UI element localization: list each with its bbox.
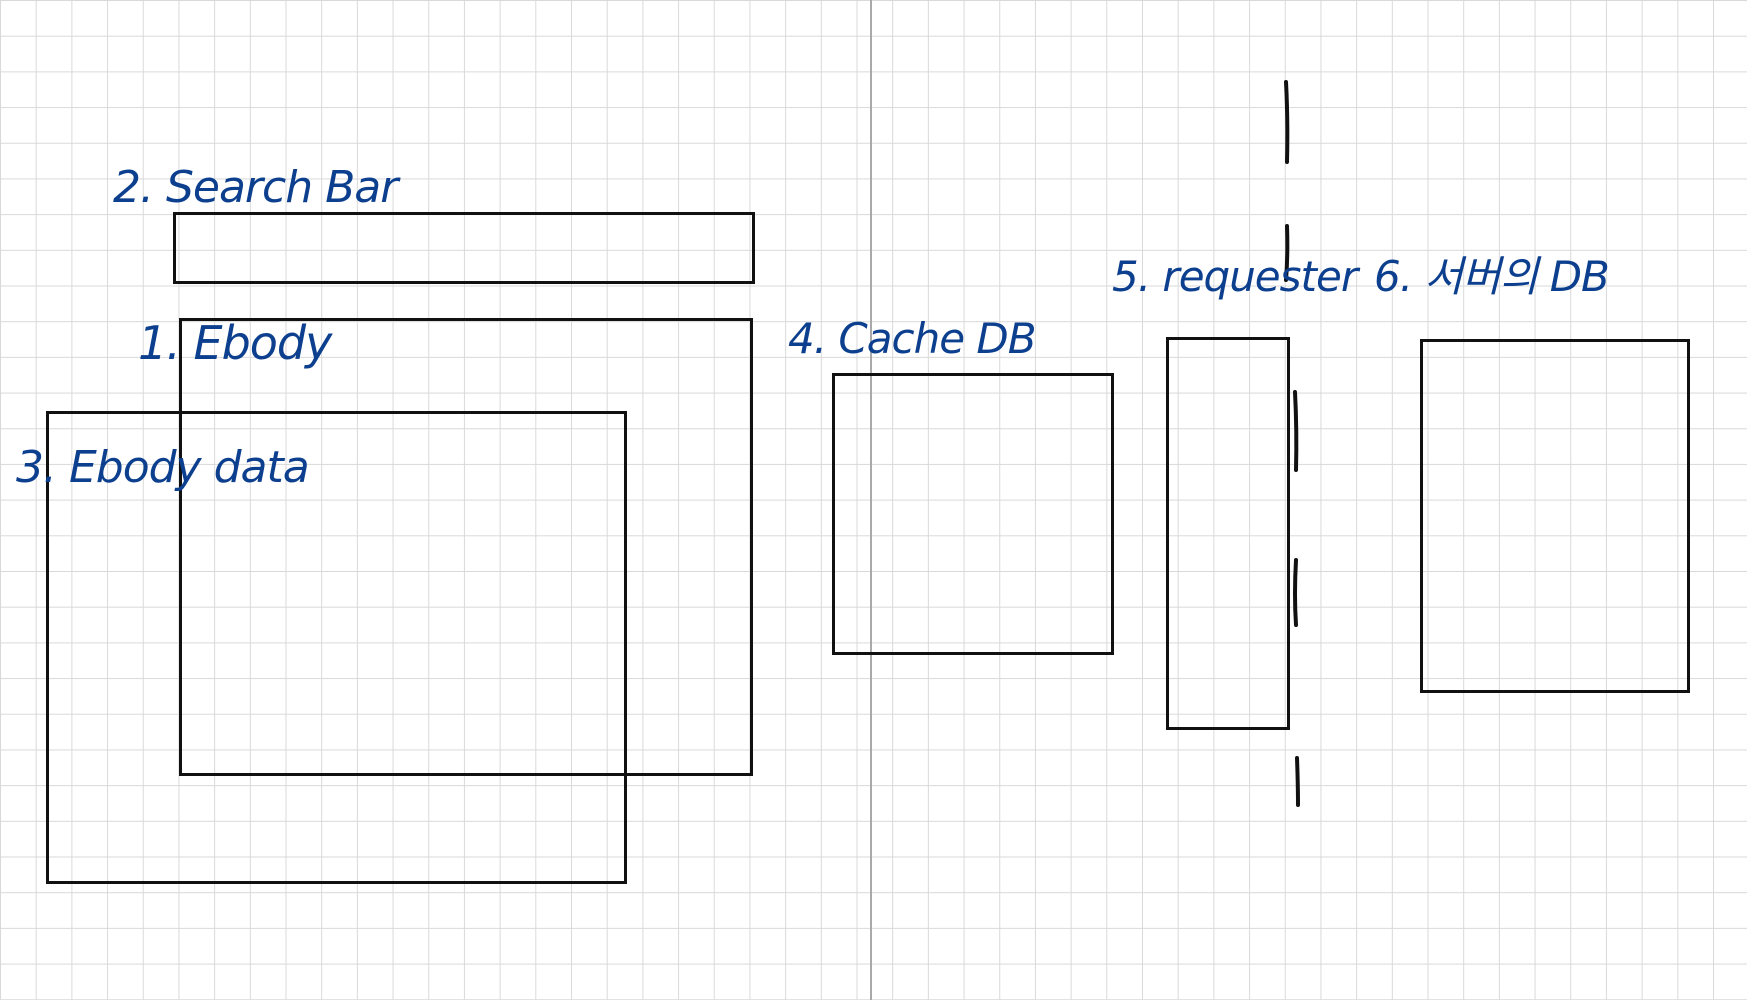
cache-db-box: [832, 373, 1114, 655]
ebody-label: 1. Ebody: [138, 316, 332, 370]
ebody-data-box: [46, 411, 627, 884]
requester-label: 5. requester: [1112, 252, 1358, 301]
ebody-box: [179, 318, 753, 776]
search-bar-box: [173, 212, 755, 284]
server-db-box: [1420, 339, 1690, 693]
cache-db-label: 4. Cache DB: [788, 314, 1037, 363]
ebody-data-label: 3. Ebody data: [16, 442, 310, 493]
center-divider-line: [870, 0, 872, 1000]
search-bar-label: 2. Search Bar: [113, 162, 398, 213]
server-db-label: 6. 서버의 DB: [1374, 252, 1610, 301]
requester-box: [1166, 337, 1290, 730]
